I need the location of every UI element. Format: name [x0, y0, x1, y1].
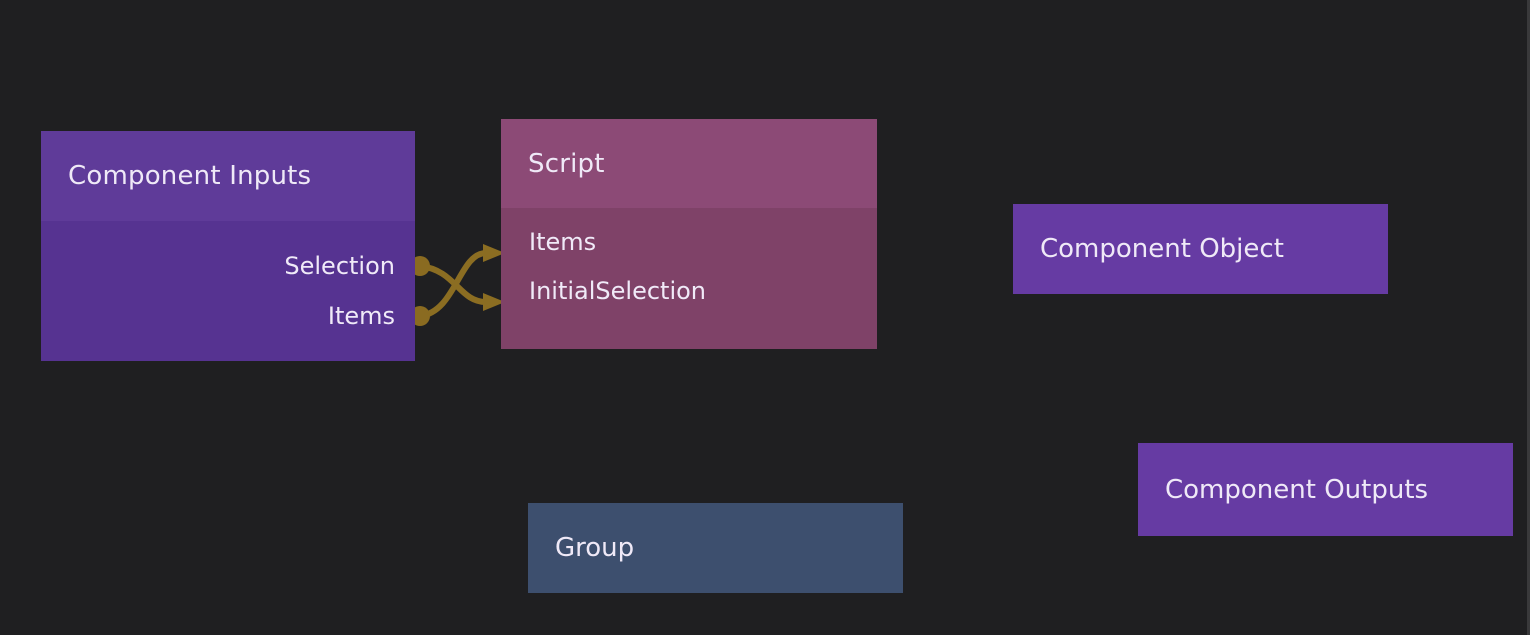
- node-title: Script: [528, 148, 605, 179]
- node-script-header[interactable]: Script: [501, 119, 877, 208]
- port-label: Items: [327, 302, 395, 330]
- port-dot-selection[interactable]: [410, 256, 430, 276]
- port-dot-items[interactable]: [410, 306, 430, 326]
- output-port-items[interactable]: Items: [328, 300, 395, 332]
- node-component-inputs-body[interactable]: Selection Items: [41, 221, 415, 361]
- arrowhead-initialselection: [483, 293, 505, 311]
- arrowhead-items: [483, 244, 505, 262]
- node-component-inputs[interactable]: Component Inputs Selection Items: [41, 131, 415, 361]
- node-group[interactable]: Group: [528, 503, 903, 593]
- output-port-selection[interactable]: Selection: [284, 250, 395, 282]
- node-component-inputs-header[interactable]: Component Inputs: [41, 131, 415, 221]
- node-title: Component Object: [1040, 234, 1284, 264]
- node-script-body[interactable]: Items InitialSelection: [501, 208, 877, 349]
- node-script[interactable]: Script Items InitialSelection: [501, 119, 877, 349]
- node-title: Component Inputs: [68, 161, 312, 191]
- canvas-edge-scrollbar: [1527, 0, 1530, 635]
- node-title: Component Outputs: [1165, 474, 1429, 505]
- wire-items-to-items[interactable]: [417, 250, 489, 319]
- port-label: Items: [529, 228, 597, 256]
- node-title: Group: [555, 533, 635, 563]
- node-component-object[interactable]: Component Object: [1013, 204, 1388, 294]
- input-port-items[interactable]: Items: [529, 226, 596, 258]
- node-component-outputs[interactable]: Component Outputs: [1138, 443, 1513, 536]
- input-port-initialselection[interactable]: InitialSelection: [529, 275, 706, 307]
- port-label: InitialSelection: [529, 277, 707, 305]
- port-label: Selection: [284, 252, 395, 280]
